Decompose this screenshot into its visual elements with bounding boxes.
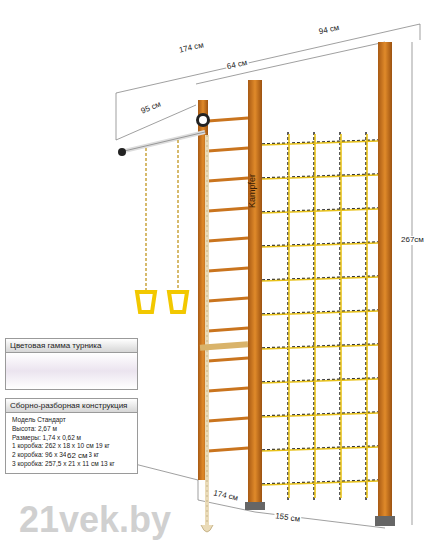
color-swatch	[6, 353, 137, 389]
stroke	[208, 358, 248, 361]
stroke	[208, 448, 248, 451]
stroke	[262, 174, 378, 178]
stroke	[262, 242, 378, 246]
stroke	[262, 243, 378, 247]
dimension-label: 174 см	[177, 41, 205, 56]
dimension-label: 155 см	[274, 512, 302, 524]
stroke	[287, 132, 289, 500]
dimension-label: 95 см	[139, 100, 163, 117]
stroke	[262, 311, 378, 315]
spec-line: 1 коробка: 262 х 18 х 10 см 19 кг	[6, 442, 137, 451]
stroke	[262, 209, 378, 213]
stroke	[262, 344, 378, 348]
stroke	[208, 268, 248, 271]
color-panel: Цветовая гамма турника	[5, 338, 138, 390]
stroke	[262, 310, 378, 314]
spec-line: Модель Стандарт	[6, 413, 137, 425]
dimension-label: 64 см	[225, 59, 249, 73]
stroke	[314, 134, 316, 498]
stroke	[365, 132, 367, 500]
stroke	[208, 178, 248, 181]
stroke	[262, 208, 378, 212]
stroke	[208, 148, 248, 151]
panel-heading: Цветовая гамма турника	[6, 339, 137, 353]
stroke	[262, 378, 378, 382]
watermark: 21vek.by	[18, 500, 172, 540]
spec-line: Размеры: 1,74 х 0,62 м	[6, 434, 137, 443]
stroke	[262, 447, 378, 451]
stroke	[262, 175, 378, 179]
stroke	[262, 446, 378, 450]
stroke	[262, 379, 378, 383]
stroke	[288, 134, 290, 498]
stroke	[262, 276, 378, 280]
stroke	[208, 298, 248, 301]
stroke	[208, 418, 248, 421]
stroke	[208, 208, 248, 211]
stroke	[262, 412, 378, 416]
stroke	[262, 481, 378, 485]
spec-line: 3 коробка: 257,5 х 21 х 11 см 13 кг	[6, 460, 137, 473]
stroke	[208, 388, 248, 391]
stroke	[366, 134, 368, 498]
dimension-label: 62 см	[66, 452, 89, 461]
spec-line: Высота: 2,67 м	[6, 425, 137, 434]
stroke	[262, 345, 378, 349]
stroke	[262, 277, 378, 281]
dimension-label: 174 см	[211, 489, 239, 503]
stroke	[262, 140, 378, 144]
spec-panel: Сборно-разборная конструкцияМодель Станд…	[5, 398, 138, 474]
stroke	[262, 480, 378, 484]
brand-label: Kampfer	[248, 173, 258, 209]
stroke	[340, 134, 342, 498]
stroke	[262, 413, 378, 417]
stroke	[313, 132, 315, 500]
dimension-label: 94 см	[317, 24, 341, 38]
stroke	[208, 118, 248, 121]
panel-heading: Сборно-разборная конструкция	[6, 399, 137, 413]
dimension-label: 267см	[400, 236, 425, 245]
stroke	[262, 141, 378, 145]
stroke	[208, 238, 248, 241]
stroke	[339, 132, 341, 500]
stroke	[208, 328, 248, 331]
